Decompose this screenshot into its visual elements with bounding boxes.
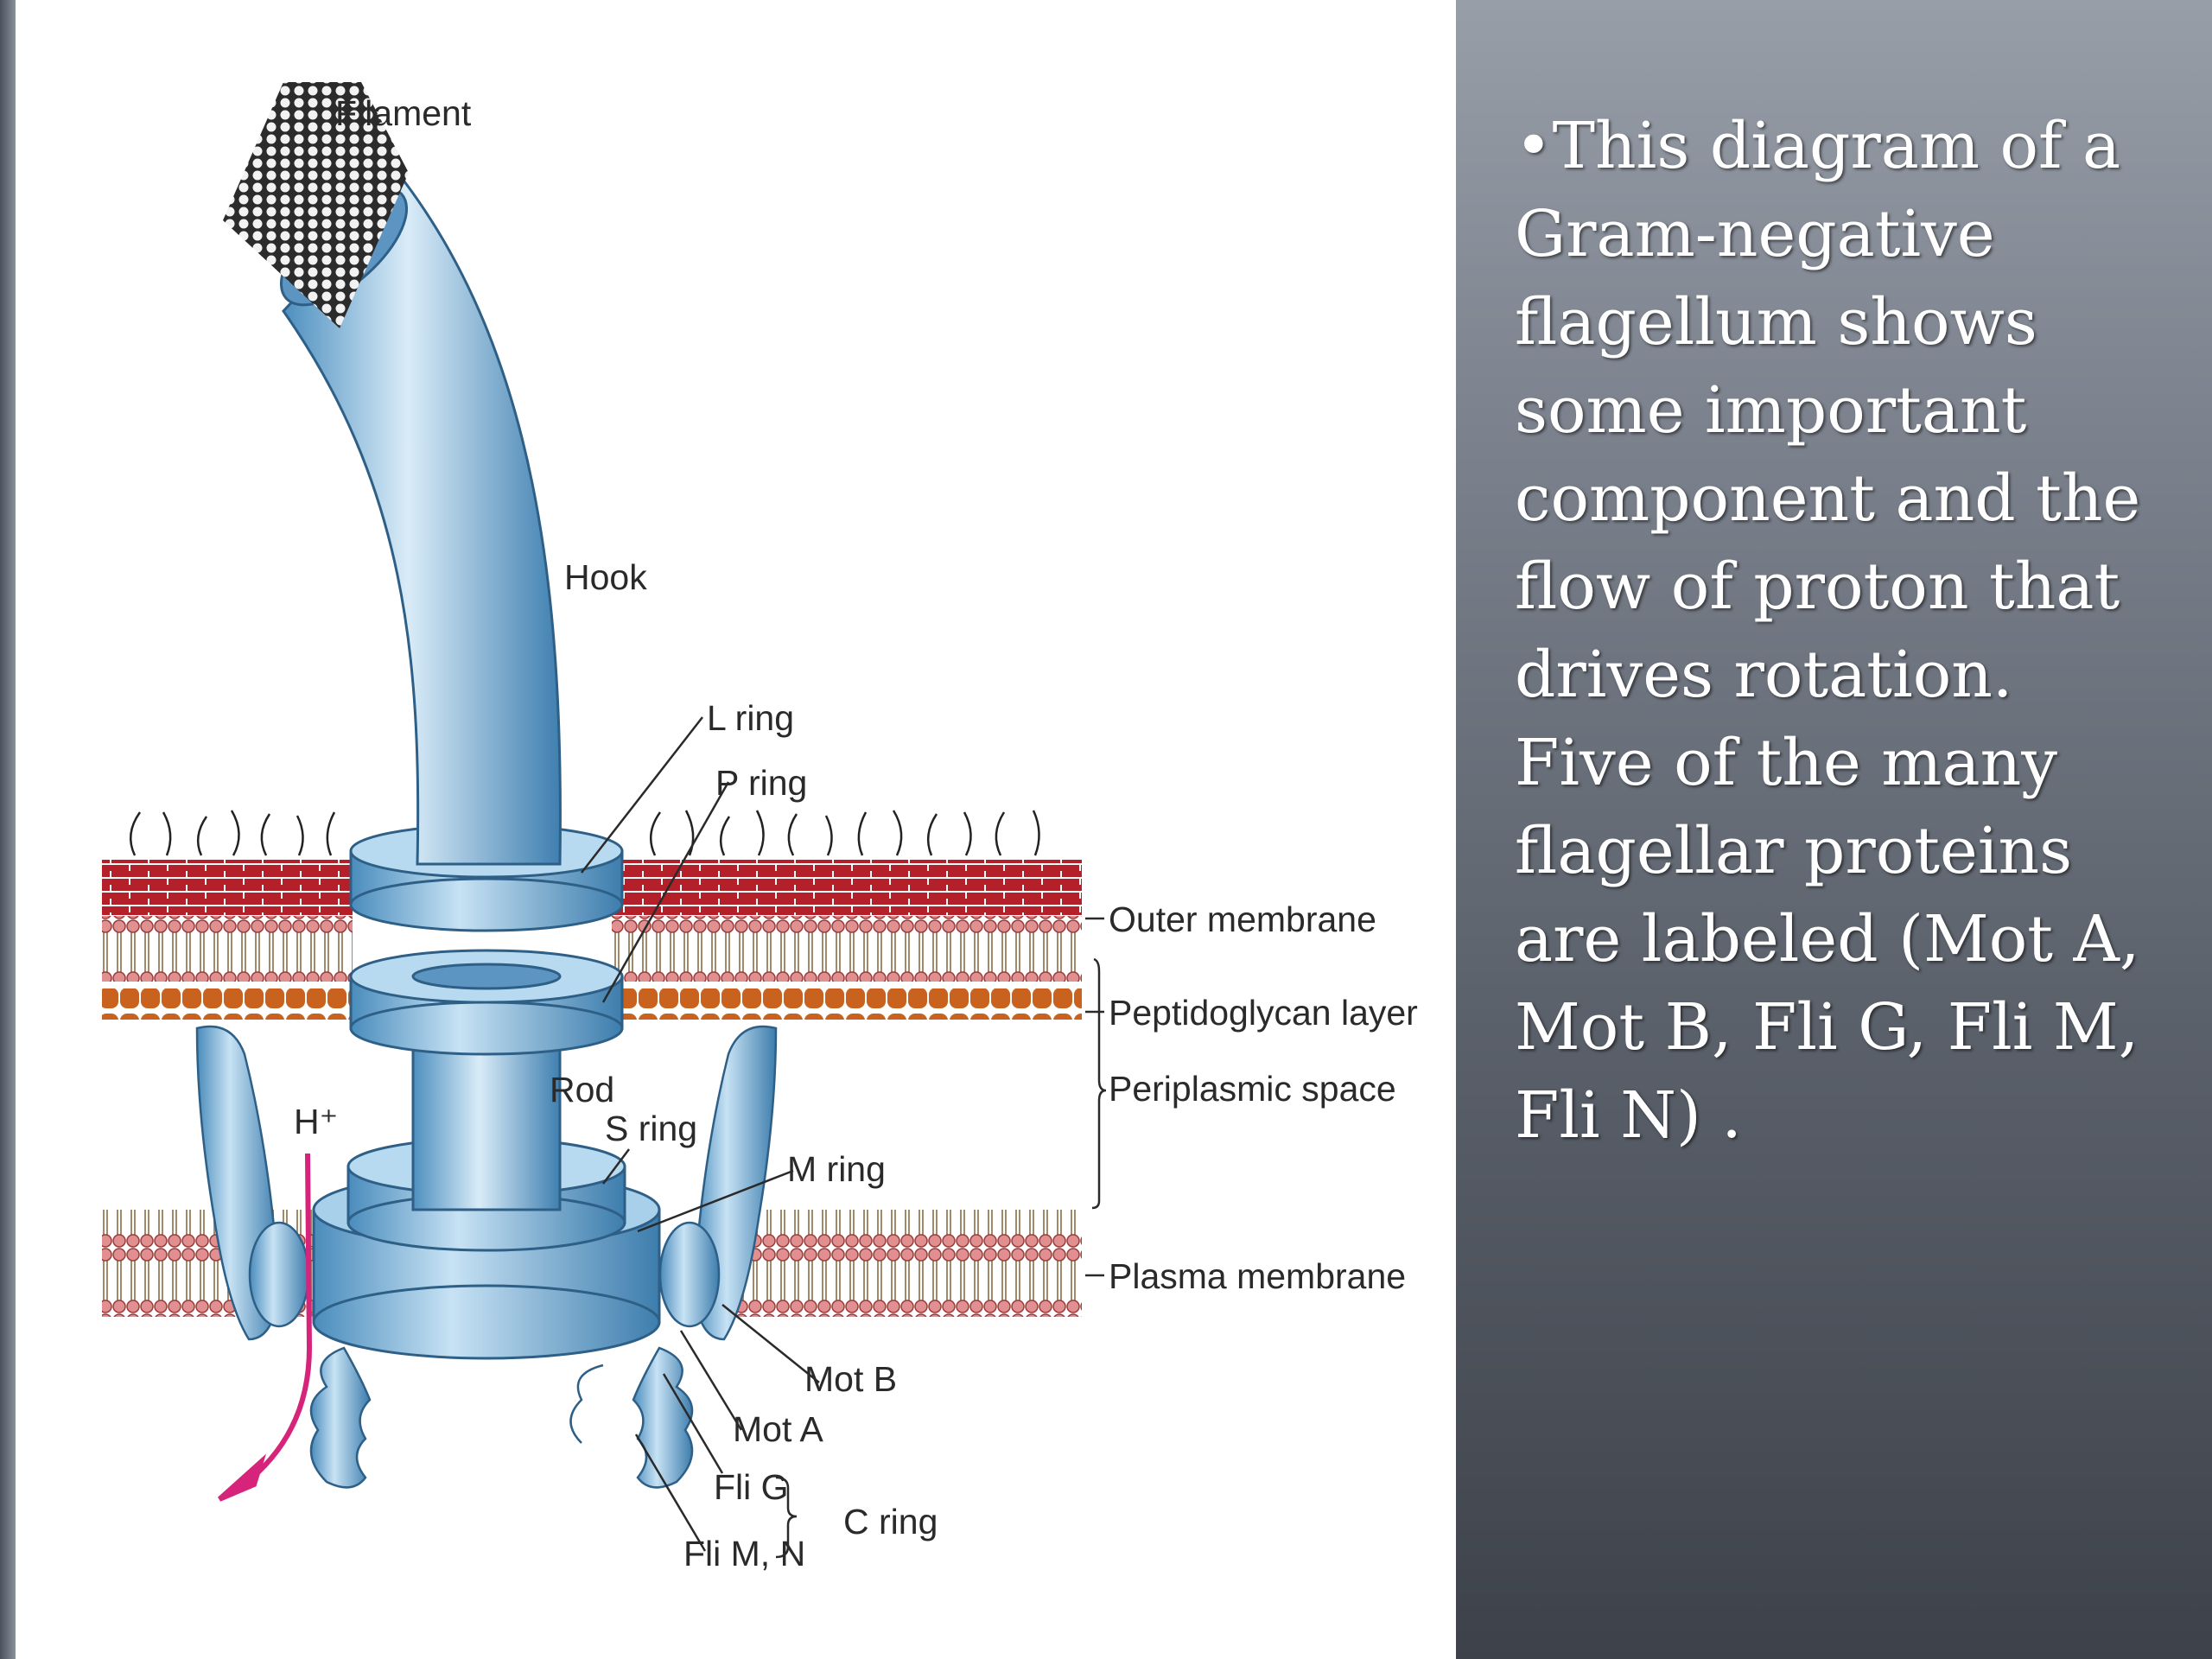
filament (223, 82, 409, 328)
label-l-ring: L ring (707, 698, 794, 738)
label-periplasmic-space: Periplasmic space (1109, 1069, 1396, 1109)
label-h-plus: H⁺ (294, 1102, 338, 1141)
label-rod: Rod (550, 1070, 614, 1109)
caption-panel: •This diagram of a Gram-negative flagell… (1456, 0, 2212, 1659)
label-mot-a: Mot A (733, 1409, 823, 1449)
label-outer-membrane: Outer membrane (1109, 899, 1376, 939)
label-hook: Hook (564, 557, 647, 597)
leader-lines (581, 716, 1107, 1559)
peptidoglycan-layer-right (612, 988, 1082, 1020)
label-fli-mn: Fli M, N (683, 1534, 805, 1573)
peptidoglycan-layer (102, 988, 353, 1020)
slide-left-edge (0, 0, 16, 1659)
label-p-ring: P ring (715, 763, 807, 803)
label-peptidoglycan-layer: Peptidoglycan layer (1109, 993, 1418, 1033)
label-s-ring: S ring (605, 1109, 697, 1148)
lps-strands (129, 810, 1040, 856)
label-mot-b: Mot B (804, 1359, 897, 1399)
caption-text: •This diagram of a Gram-negative flagell… (1515, 109, 2141, 1153)
label-fli-g: Fli G (714, 1467, 789, 1507)
label-filament: Filament (335, 93, 472, 133)
hook (282, 179, 562, 866)
label-c-ring: C ring (843, 1502, 938, 1541)
flagellum-diagram: Filament Hook L ring P ring Outer membra… (16, 0, 1456, 1659)
proton-flow-arrow (217, 1153, 313, 1502)
label-plasma-membrane: Plasma membrane (1109, 1256, 1406, 1296)
c-ring (309, 1346, 694, 1489)
label-m-ring: M ring (787, 1149, 886, 1189)
p-ring (349, 949, 624, 1056)
outer-membrane (102, 860, 1082, 982)
